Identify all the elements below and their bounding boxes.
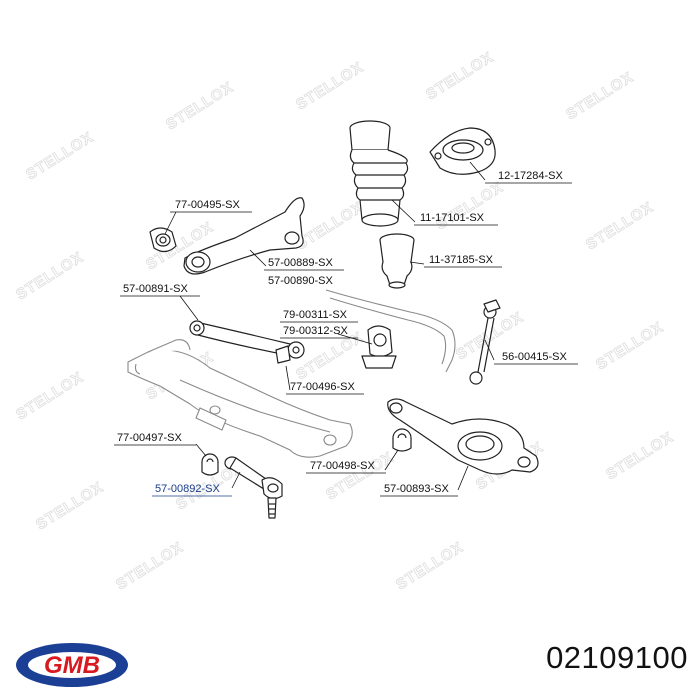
upper-control-arm-part [149,197,305,275]
stabilizer-bush-part [361,325,397,369]
watermark-text: STELLOX [23,129,97,184]
label-57-00891: 57-00891-SX [123,283,188,295]
svg-text:GMB: GMB [44,652,100,679]
watermark-text: STELLOX [293,59,367,114]
label-77-00497: 77-00497-SX [117,432,182,444]
part-number: 02109100 [546,640,688,675]
rear-subframe-part [127,339,353,458]
label-11-37185: 11-37185-SX [429,254,494,266]
label-11-17101: 11-17101-SX [420,212,485,224]
bump-stop-part [379,233,415,289]
watermark-text: STELLOX [33,479,107,534]
label-77-00498: 77-00498-SX [310,460,375,472]
watermark-text: STELLOX [563,69,637,124]
watermark-text: STELLOX [423,49,497,104]
label-77-00496: 77-00496-SX [290,381,355,393]
top-mount-part [429,127,496,175]
part-labels: 12-17284-SX 11-17101-SX 77-00495-SX 11-3… [114,170,578,497]
label-57-00893: 57-00893-SX [384,483,449,495]
bush-77-00497-part [201,453,219,476]
label-57-00890: 57-00890-SX [268,275,333,287]
gmb-logo: GMB [16,643,128,687]
watermark-text: STELLOX [163,79,237,134]
label-56-00415: 56-00415-SX [502,351,567,363]
label-77-00495: 77-00495-SX [175,199,240,211]
lower-control-arm-part [387,398,539,475]
watermark-text: STELLOX [13,249,87,304]
label-57-00892-highlighted: 57-00892-SX [155,483,220,495]
watermark-text: STELLOX [113,539,187,594]
watermark-text: STELLOX [13,369,87,424]
watermark-text: STELLOX [583,199,657,254]
stabilizer-link-part [469,299,501,385]
watermark-text: STELLOX [593,319,667,374]
watermark-text: STELLOX [603,429,677,484]
label-79-00312: 79-00312-SX [283,325,348,337]
watermark-text: STELLOX [323,449,397,504]
label-79-00311: 79-00311-SX [283,309,348,321]
dust-boot-part [349,120,409,227]
label-12-17284: 12-17284-SX [498,170,563,182]
watermark-text: STELLOX [393,539,467,594]
label-57-00889: 57-00889-SX [268,257,333,269]
leader-lines [164,161,495,491]
trailing-link-57-00892-part [224,456,283,519]
lateral-link-part [189,320,305,364]
